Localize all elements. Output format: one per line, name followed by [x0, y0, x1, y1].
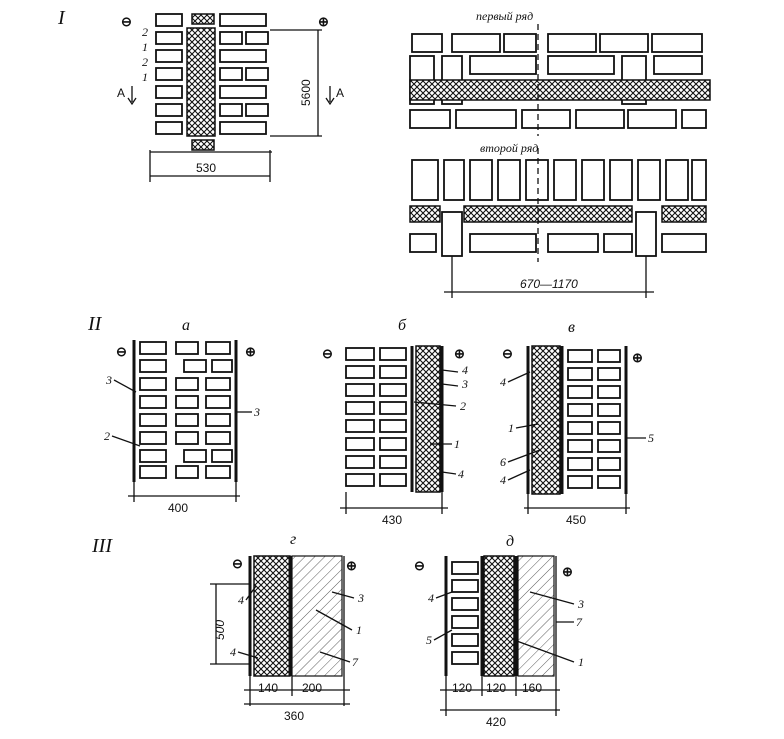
plus-sign-icon: ⊕ — [632, 350, 643, 365]
layer-width-dimension: 160 — [522, 681, 542, 695]
callout-label: 3 — [357, 591, 364, 605]
layer-label: 1 — [142, 40, 148, 54]
wall-b-section — [345, 345, 444, 493]
layer-label: 2 — [142, 55, 148, 69]
subfigure-a-label: а — [182, 317, 190, 334]
second-row-title: второй ряд — [480, 141, 538, 155]
width-dimension: 530 — [196, 161, 216, 175]
section-marker-left: A — [117, 86, 125, 100]
width-a-dimension: 400 — [168, 501, 188, 515]
section-marker-right: A — [336, 86, 344, 100]
plus-sign-icon: ⊕ — [245, 344, 256, 359]
height-dimension: 5600 — [299, 79, 313, 106]
subfigure-g-label: г — [290, 531, 296, 548]
minus-sign-icon: ⊖ — [116, 344, 127, 359]
minus-sign-icon: ⊖ — [121, 14, 132, 29]
first-row-plan — [409, 24, 711, 136]
plus-sign-icon: ⊕ — [318, 14, 329, 29]
callout-label: 1 — [454, 437, 460, 451]
callout-label: 7 — [576, 615, 583, 629]
total-width-g-dimension: 360 — [284, 709, 304, 723]
callout-label: 4 — [230, 645, 236, 659]
callout-label: 7 — [352, 655, 359, 669]
callout-label: 3 — [577, 597, 584, 611]
wall-a-section — [132, 340, 238, 482]
plus-sign-icon: ⊕ — [562, 564, 573, 579]
section-II-label: II — [87, 313, 103, 335]
callout-label: 4 — [238, 593, 244, 607]
callout-label: 5 — [648, 431, 654, 445]
subfigure-d-label: д — [506, 533, 514, 550]
second-row-plan — [409, 148, 707, 262]
callout-label: 5 — [426, 633, 432, 647]
callout-label: 3 — [253, 405, 260, 419]
height-g-dimension: 500 — [213, 620, 227, 640]
plus-sign-icon: ⊕ — [346, 558, 357, 573]
minus-sign-icon: ⊖ — [232, 556, 243, 571]
callout-label: 3 — [105, 373, 112, 387]
callout-label: 1 — [356, 623, 362, 637]
wall-d-section — [444, 555, 557, 677]
callout-label: 6 — [500, 455, 506, 469]
callout-label: 2 — [104, 429, 110, 443]
layer-width-dimension: 120 — [486, 681, 506, 695]
section-arrow-right-icon — [325, 86, 335, 106]
width-b-dimension: 430 — [382, 513, 402, 527]
minus-sign-icon: ⊖ — [502, 346, 513, 361]
section-arrow-left-icon — [127, 86, 137, 106]
callout-label: 1 — [508, 421, 514, 435]
callout-label: 4 — [458, 467, 464, 481]
layer-width-dimension: 140 — [258, 681, 278, 695]
layer-label: 2 — [142, 25, 148, 39]
section-I-wall-elevation — [150, 13, 272, 153]
callout-label: 4 — [500, 473, 506, 487]
callout-label: 4 — [462, 363, 468, 377]
section-I-label: I — [57, 7, 66, 29]
layer-label: 1 — [142, 70, 148, 84]
subfigure-b-label: б — [398, 317, 407, 334]
first-row-title: первый ряд — [476, 9, 533, 23]
plus-sign-icon: ⊕ — [454, 346, 465, 361]
minus-sign-icon: ⊖ — [322, 346, 333, 361]
layer-width-dimension: 200 — [302, 681, 322, 695]
callout-label: 4 — [500, 375, 506, 389]
subfigure-v-label: в — [568, 319, 575, 336]
callout-label: 4 — [428, 591, 434, 605]
callout-label: 3 — [461, 377, 468, 391]
callout-label: 1 — [578, 655, 584, 669]
wall-v-section — [526, 345, 628, 495]
wall-g-section — [248, 555, 345, 677]
callout-label: 2 — [460, 399, 466, 413]
width-v-dimension: 450 — [566, 513, 586, 527]
minus-sign-icon: ⊖ — [414, 558, 425, 573]
total-width-d-dimension: 420 — [486, 715, 506, 729]
layer-width-dimension: 120 — [452, 681, 472, 695]
section-III-label: III — [91, 535, 113, 557]
span-dimension: 670—1170 — [520, 277, 578, 291]
